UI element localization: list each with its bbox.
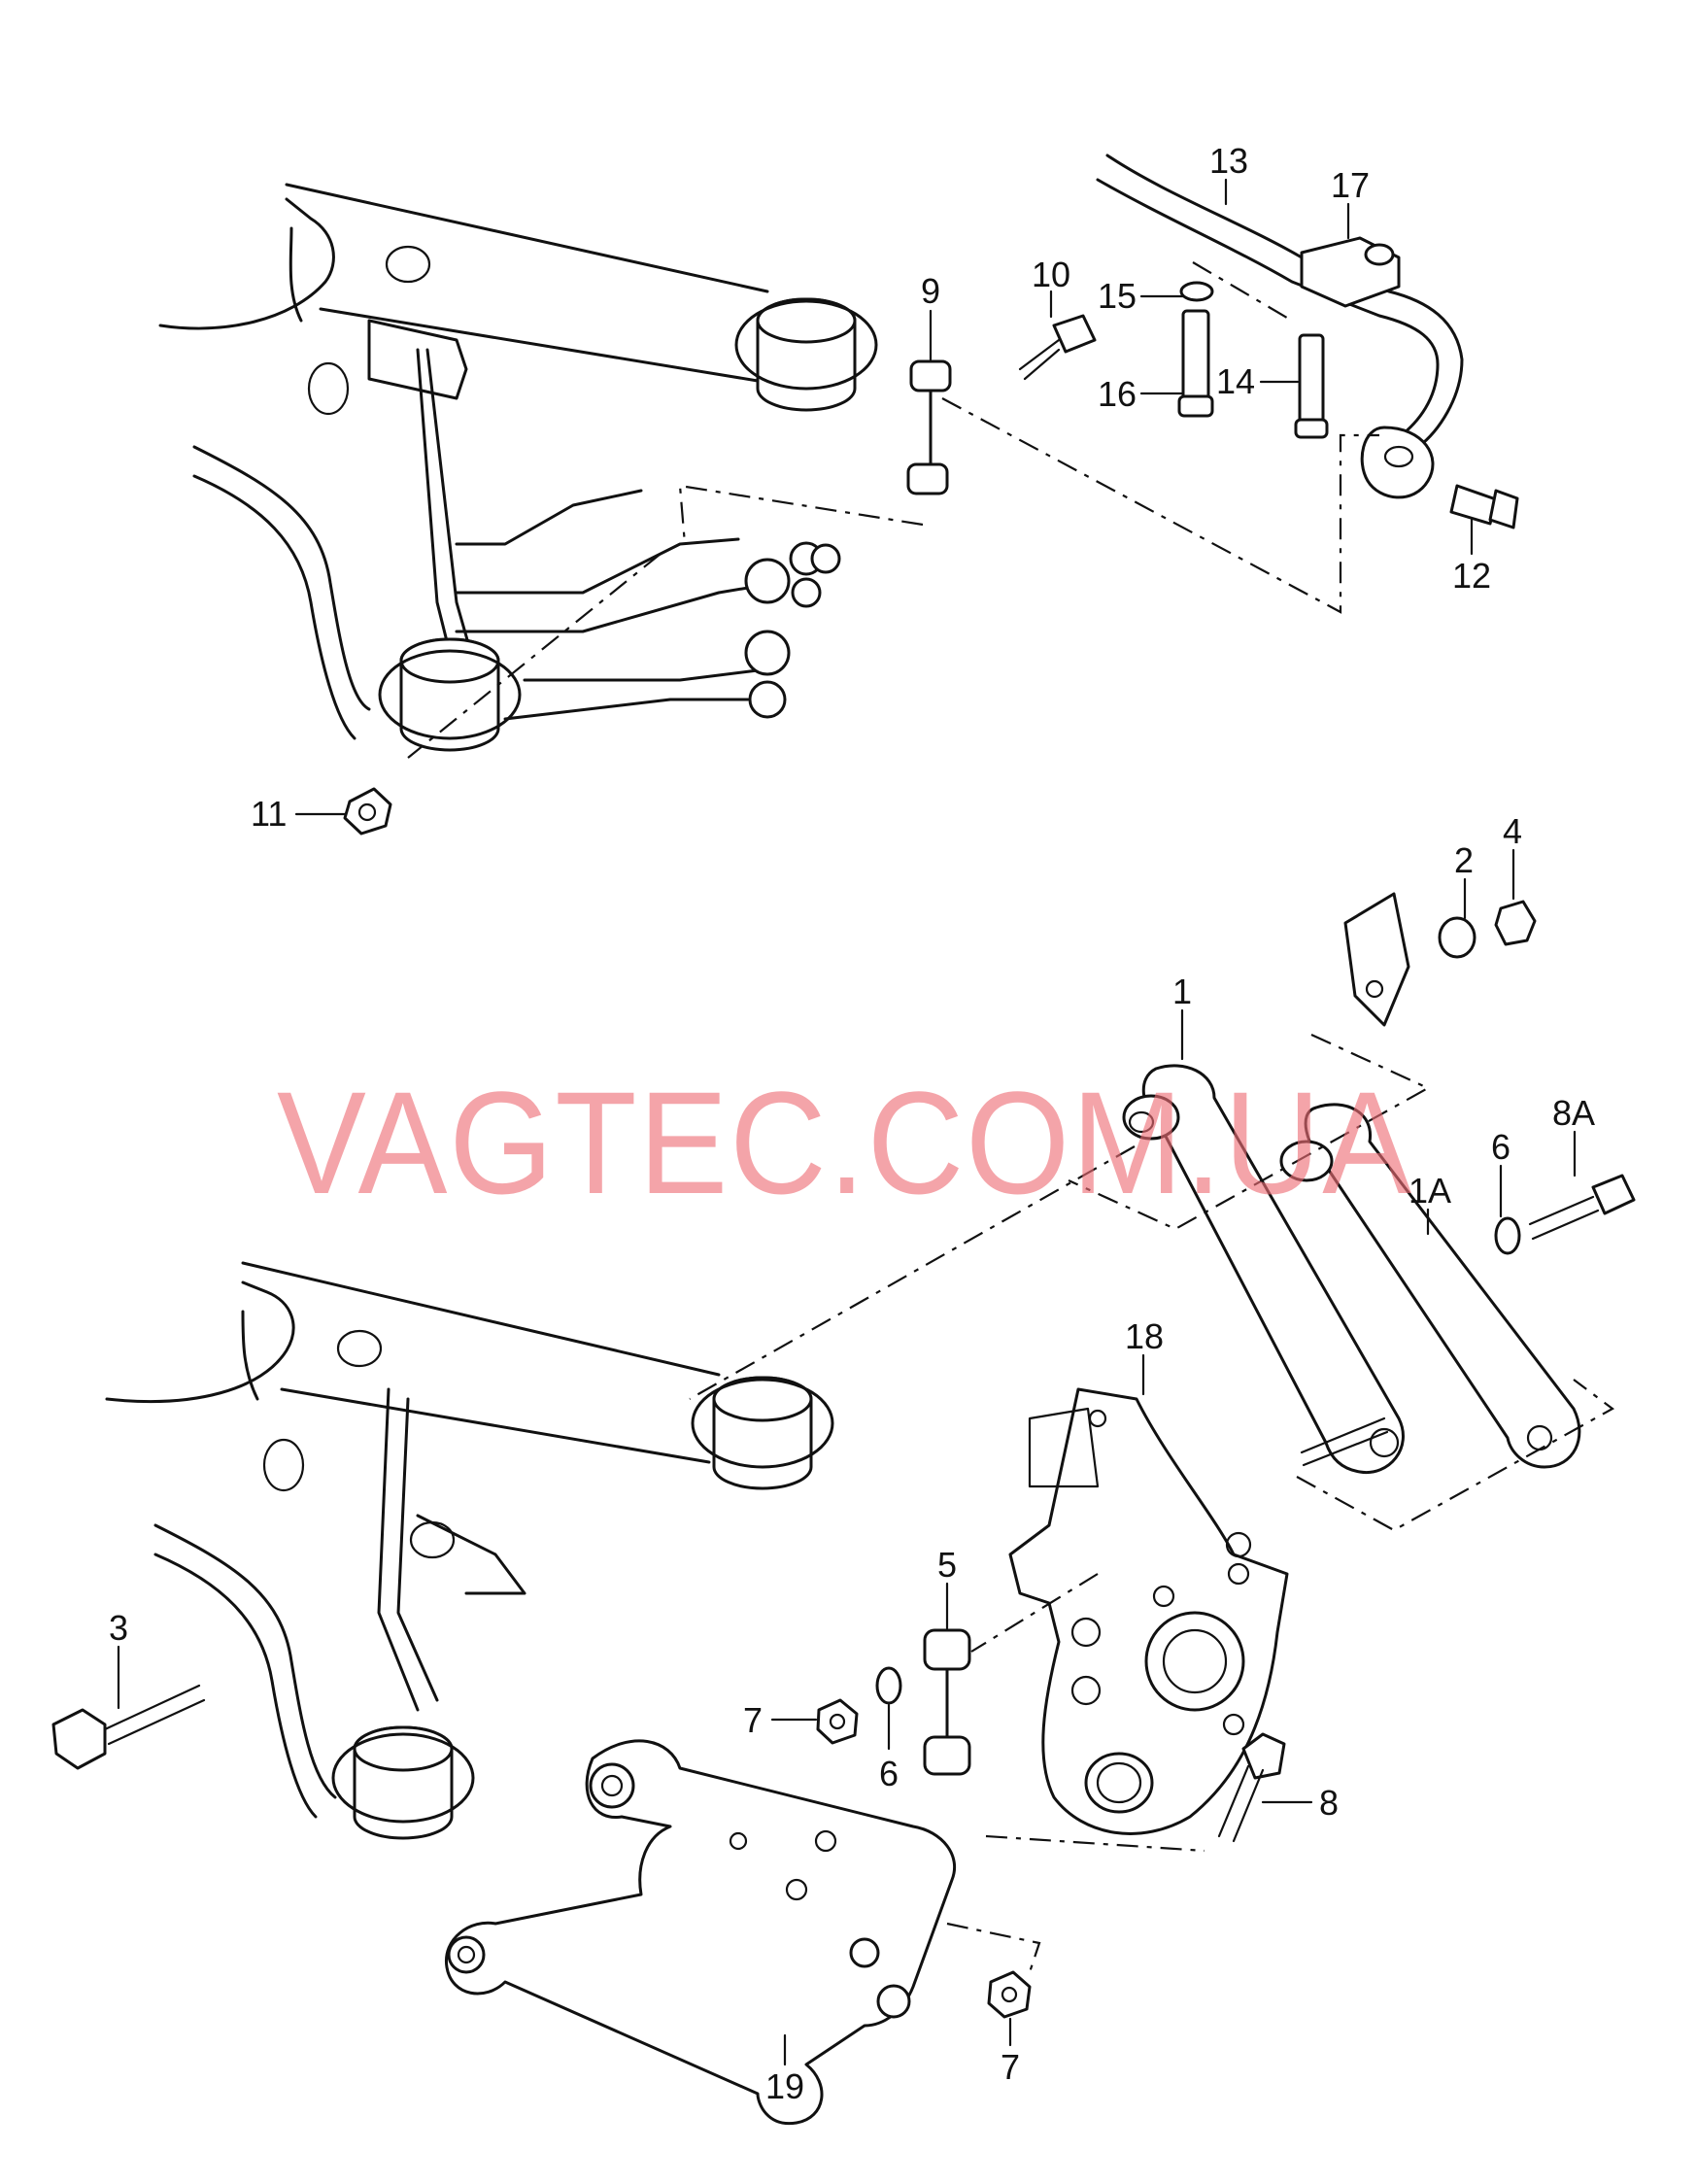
lower-control-arm	[445, 1739, 957, 2126]
callout-4: 4	[1503, 811, 1522, 851]
callout-7-left: 7	[743, 1700, 763, 1740]
callout-7-bottom: 7	[1001, 2047, 1020, 2087]
callout-3: 3	[109, 1608, 128, 1648]
callout-17: 17	[1331, 165, 1370, 205]
callout-16: 16	[1098, 374, 1137, 414]
watermark-text: VAGTEC.COM.UA	[277, 1061, 1413, 1224]
callout-8: 8	[1319, 1783, 1339, 1823]
upper-subframe	[158, 183, 878, 752]
callout-14: 14	[1216, 361, 1255, 401]
callout-19: 19	[765, 2066, 804, 2106]
lower-hardware	[51, 1034, 1615, 2019]
callout-6-upper: 6	[1491, 1127, 1510, 1167]
upper-hardware	[343, 154, 1519, 836]
callout-11: 11	[251, 794, 287, 834]
callout-1: 1	[1172, 972, 1192, 1011]
callout-6-lower: 6	[879, 1754, 899, 1793]
callout-2: 2	[1454, 840, 1474, 880]
callout-9: 9	[921, 271, 940, 311]
callout-5: 5	[937, 1545, 957, 1585]
callout-15: 15	[1098, 276, 1137, 316]
callout-leaders	[117, 178, 1577, 2066]
wheel-bearing-housing	[1008, 1387, 1289, 1835]
callout-18: 18	[1125, 1316, 1164, 1356]
callout-10: 10	[1032, 255, 1070, 294]
lower-subframe	[105, 1261, 834, 1840]
callout-13: 13	[1209, 141, 1248, 181]
lower-links	[1122, 892, 1636, 1475]
callout-12: 12	[1452, 556, 1491, 596]
callout-8A: 8A	[1552, 1093, 1595, 1133]
callout-1A: 1A	[1409, 1171, 1451, 1211]
callout-labels: 13 17 9 10 15 16 14 12 11 2 4 1 8A 6 1A …	[109, 141, 1595, 2106]
